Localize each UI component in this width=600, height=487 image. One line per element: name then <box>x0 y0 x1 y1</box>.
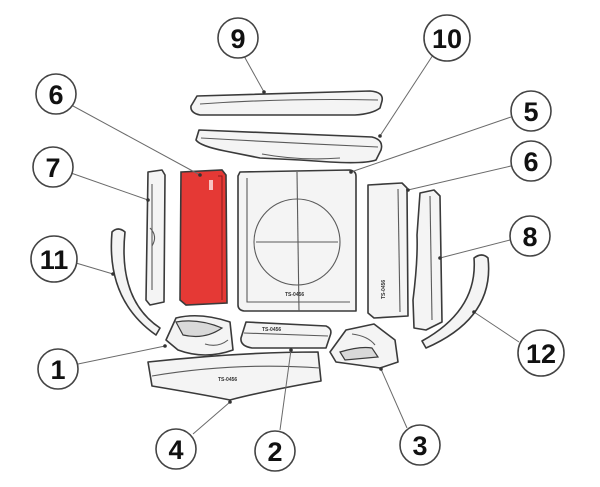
part-3-right-bottom-block[interactable] <box>329 323 399 369</box>
svg-text:12: 12 <box>526 339 556 369</box>
svg-text:8: 8 <box>522 222 537 252</box>
svg-text:6: 6 <box>523 147 538 177</box>
svg-text:2: 2 <box>267 437 282 467</box>
svg-text:11: 11 <box>40 245 69 275</box>
leader-lines <box>61 54 520 435</box>
part-12-right-curved-bar[interactable] <box>421 254 490 349</box>
part-9-top-plate[interactable] <box>190 90 384 116</box>
part-4-front-sill[interactable]: TS-0456 <box>147 351 322 401</box>
svg-text:TS-0456: TS-0456 <box>218 377 237 383</box>
label-12: 12 <box>517 329 565 377</box>
svg-text:TS-0456: TS-0456 <box>381 280 387 299</box>
svg-text:TS-0456: TS-0456 <box>285 292 304 298</box>
svg-text:3: 3 <box>412 431 427 461</box>
part-5-back-wall[interactable]: TS-0456 <box>237 169 357 312</box>
label-5: 5 <box>510 90 552 132</box>
svg-text:5: 5 <box>523 97 538 127</box>
label-2: 2 <box>254 430 296 472</box>
part-10-deflector[interactable] <box>195 129 383 164</box>
part-6-right-side-brick[interactable]: TS-0456 <box>367 182 409 319</box>
label-11: 11 <box>30 235 78 283</box>
svg-text:1: 1 <box>50 355 65 385</box>
part-8-right-outer-side[interactable] <box>412 189 443 331</box>
label-4: 4 <box>155 428 197 470</box>
part-1-left-bottom-block[interactable] <box>165 314 234 356</box>
svg-text:10: 10 <box>432 24 462 54</box>
label-6-right: 6 <box>510 140 552 182</box>
label-10: 10 <box>423 14 471 62</box>
part-7-left-outer-side[interactable] <box>145 169 166 306</box>
part-2-middle-bottom-brick[interactable]: TS-0456 <box>240 321 332 349</box>
label-6-left: 6 <box>35 73 77 115</box>
svg-text:9: 9 <box>230 24 245 54</box>
svg-text:TS-0456: TS-0456 <box>262 327 281 333</box>
svg-text:6: 6 <box>48 80 63 110</box>
label-3: 3 <box>399 424 441 466</box>
part-11-left-curved-bar[interactable] <box>110 228 161 336</box>
part-6-left-side-brick-highlighted[interactable] <box>179 169 228 306</box>
label-8: 8 <box>509 215 551 257</box>
svg-text:4: 4 <box>168 435 183 465</box>
label-9: 9 <box>217 17 259 59</box>
label-1: 1 <box>37 348 79 390</box>
svg-text:7: 7 <box>45 153 60 183</box>
label-7: 7 <box>32 146 74 188</box>
